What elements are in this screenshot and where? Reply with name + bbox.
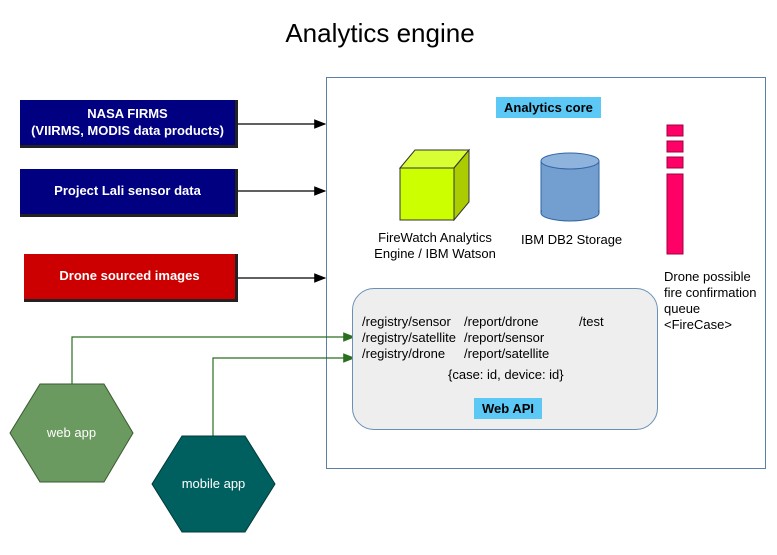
lali-sensor-box: Project Lali sensor data xyxy=(20,169,238,217)
endpoints-report: /report/drone /report/sensor /report/sat… xyxy=(464,314,550,361)
connector-mobile-to-api xyxy=(212,353,356,436)
queue-label: Drone possible fire confirmation queue <… xyxy=(664,269,757,332)
mobile-app-label: mobile app xyxy=(181,476,246,491)
api-payload: {case: id, device: id} xyxy=(448,367,564,382)
connector-web-to-api xyxy=(71,332,356,384)
endpoints-registry: /registry/sensor /registry/satellite /re… xyxy=(362,314,456,361)
nasa-firms-label: NASA FIRMS xyxy=(87,106,168,122)
engine-label: FireWatch Analytics Engine / IBM Watson xyxy=(374,230,496,261)
web-app-hexagon xyxy=(9,383,134,483)
analytics-core-container xyxy=(326,77,766,469)
web-api-label: Web API xyxy=(474,398,543,419)
storage-label: IBM DB2 Storage xyxy=(521,232,623,247)
cube-icon xyxy=(398,148,471,222)
drone-images-box: Drone sourced images xyxy=(24,254,238,302)
web-app-label: web app xyxy=(46,425,97,440)
drone-images-label: Drone sourced images xyxy=(59,268,200,284)
mobile-app-hexagon xyxy=(151,435,276,533)
queue-icon xyxy=(666,124,684,255)
nasa-firms-sublabel: (VIIRMS, MODIS data products) xyxy=(31,122,224,138)
endpoint-test: /test xyxy=(579,314,604,329)
lali-sensor-label: Project Lali sensor data xyxy=(54,183,201,199)
analytics-core-label: Analytics core xyxy=(496,97,601,118)
database-icon xyxy=(540,152,600,222)
nasa-firms-box: NASA FIRMS (VIIRMS, MODIS data products) xyxy=(20,100,238,148)
diagram-title: Analytics engine xyxy=(285,18,475,48)
